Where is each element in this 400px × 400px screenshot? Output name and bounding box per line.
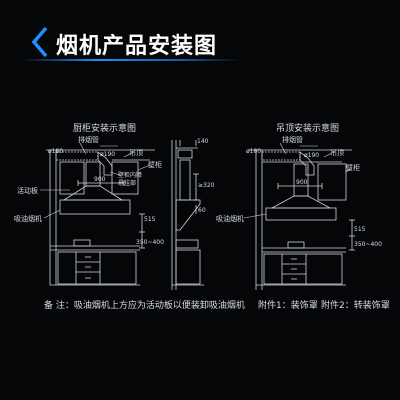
accessory-1-label: 附件1：装饰罩	[258, 301, 318, 311]
accessory-2-label: 附件2：转装饰罩	[321, 301, 390, 311]
right-cooktop	[287, 241, 305, 249]
right-dim515-label: 515	[354, 226, 366, 233]
right-exhaust-pipe-label: 排烟管	[282, 135, 303, 144]
header-chevron-icon	[31, 26, 48, 58]
side-hood-panel	[175, 199, 201, 231]
header-underline	[20, 59, 240, 61]
left-diagram-title: 厨柜安装示意图	[73, 122, 136, 134]
right-dim350-label: 350~400	[354, 241, 382, 248]
right-diagram-title: 吊顶安装示意图	[276, 122, 339, 134]
left-hook-label: 悬挂部	[118, 179, 136, 187]
left-dim515-label: 515	[144, 216, 156, 223]
range-hood-body	[59, 199, 131, 215]
left-width-label: 900	[94, 176, 106, 183]
range-hood-canopy	[62, 185, 124, 201]
side-view-diagram	[171, 140, 204, 290]
base-cabinet	[57, 251, 137, 285]
right-dia180-label: ø180	[246, 148, 261, 155]
right-width-label: 900	[296, 179, 308, 186]
side-chimney	[179, 159, 191, 201]
right-wall-cabinet	[317, 163, 347, 201]
right-dia190-label: ø190	[304, 152, 319, 159]
right-exhaust-pipe	[261, 151, 301, 161]
left-cabinet-diagram	[46, 149, 155, 286]
left-movable-board-label: 活动板	[17, 186, 38, 195]
left-dia190-label: ø190	[100, 151, 115, 158]
side-dim140-label: 140	[197, 138, 209, 145]
right-range-hood-label: 吸油烟机	[216, 214, 244, 223]
side-base-cabinet	[175, 249, 201, 285]
side-dim60-label: 60	[198, 207, 206, 214]
wall-cabinet-left	[59, 161, 85, 195]
right-wall-cabinet-label: 壁柜	[346, 163, 360, 172]
cooktop	[73, 239, 91, 247]
left-cabinet-inner-label: 壁柜内障	[118, 171, 142, 179]
right-base-cabinet	[263, 253, 343, 285]
right-ceiling-label: 吊顶	[330, 149, 344, 157]
side-dim320-label: ≥320	[198, 182, 215, 189]
left-ceiling-label: 吊顶	[129, 149, 143, 157]
left-wall-cabinet-label: 壁柜	[148, 160, 162, 169]
left-dia180-label: ø180	[48, 148, 63, 155]
right-hood-canopy	[271, 195, 331, 209]
left-range-hood-label: 吸油烟机	[14, 214, 42, 223]
installation-note: 备 注：吸油烟机上方应为活动板以便装卸吸油烟机	[44, 301, 245, 311]
page-title: 烟机产品安装图	[56, 34, 218, 59]
right-hood-body	[265, 207, 337, 221]
right-ceiling-diagram	[248, 149, 355, 290]
left-dim350-label: 350~400	[136, 239, 164, 246]
left-exhaust-pipe-label: 排烟管	[78, 135, 99, 144]
wall-cabinet-right	[111, 161, 139, 195]
